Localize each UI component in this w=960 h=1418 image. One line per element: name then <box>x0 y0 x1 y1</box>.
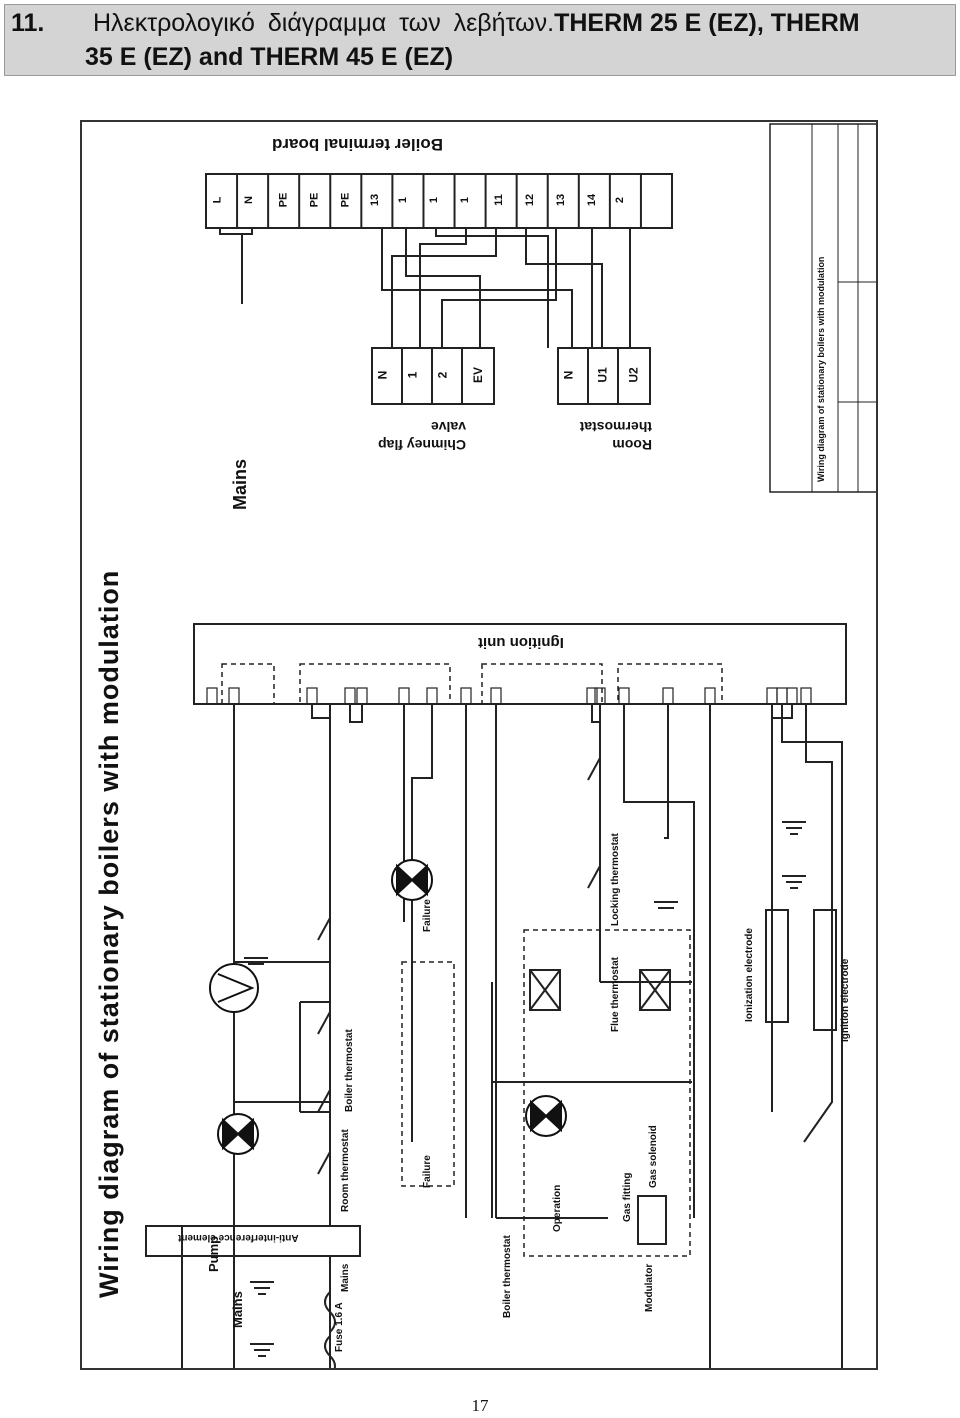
mains-lamp-label: Mains <box>230 1291 245 1328</box>
ignition-unit-pin <box>206 687 218 705</box>
boiler-thermostat-2-label: Boiler thermostat <box>502 1235 513 1318</box>
terminal-label: PE <box>277 192 289 208</box>
page-number: 17 <box>471 1396 489 1415</box>
terminal-label: 14 <box>586 193 599 207</box>
mains-switch-label: Mains <box>340 1263 351 1292</box>
terminal-label: N <box>561 370 576 380</box>
room-thermostat-ext-label: Room thermostat <box>579 419 652 453</box>
section-header: 11. Ηλεκτρολογικό διάγραμμα των λεβήτων.… <box>4 4 956 76</box>
gas-fitting-label: Gas fitting <box>622 1172 633 1222</box>
mains-supply-label: Mains <box>230 458 250 510</box>
diagram-title: Wiring diagram of stationary boilers wit… <box>94 569 124 1298</box>
terminal-label: 1 <box>459 196 472 204</box>
title-block-text: Wiring diagram of stationary boilers wit… <box>816 256 826 482</box>
section-title-line1: Ηλεκτρολογικό διάγραμμα των λεβήτων.THER… <box>93 9 860 38</box>
terminal-label: 1 <box>428 196 441 204</box>
locking-thermostat-label: Locking thermostat <box>610 833 621 926</box>
fuse-label: Fuse 1.6 A <box>334 1302 345 1352</box>
wiring-diagram: Wiring diagram of stationary boilers wit… <box>80 120 878 1370</box>
boiler-thermostat-1-label: Boiler thermostat <box>344 1029 355 1112</box>
failure-lamp-label: Failure <box>422 899 433 932</box>
terminal-label: 13 <box>555 193 568 207</box>
section-number: 11. <box>11 9 45 37</box>
terminal-label: EV <box>470 366 485 384</box>
boiler-terminal-board-label: Boiler terminal board <box>272 135 443 154</box>
failure-button-label: Failure <box>422 1155 433 1188</box>
modulator-label: Modulator <box>644 1263 655 1312</box>
terminal-label: 11 <box>492 194 505 206</box>
operation-label: Operation <box>552 1184 563 1232</box>
terminal-separators <box>236 174 642 228</box>
rotated-labels: Wiring diagram of stationary boilers wit… <box>82 122 876 1368</box>
room-thermostat-label: Room thermostat <box>340 1129 351 1212</box>
gas-solenoid-label: Gas solenoid <box>648 1125 659 1188</box>
section-title-line2: 35 E (EZ) and THERM 45 E (EZ) <box>85 43 454 71</box>
section-title-models: THERM 25 E (EZ), THERM <box>554 9 860 37</box>
terminal-label: 1 <box>396 196 409 204</box>
flue-thermostat-label: Flue thermostat <box>610 956 621 1032</box>
terminal-label: 13 <box>368 193 381 207</box>
terminal-label: U1 <box>595 367 610 383</box>
ionization-electrode-label: Ionization electrode <box>744 928 755 1022</box>
anti-interference-label: Anti-interference element <box>178 1232 299 1243</box>
terminal-label: PE <box>339 192 352 208</box>
terminal-label: N <box>242 196 255 204</box>
terminal-label: 1 <box>405 371 420 379</box>
terminal-label: U2 <box>626 367 641 383</box>
terminal-label: 2 <box>435 371 450 379</box>
terminal-label: 12 <box>524 193 537 207</box>
ignition-electrode-label: Ignition electrode <box>840 958 851 1042</box>
terminal-label: N <box>375 370 390 380</box>
ignition-unit-label: Ignition unit <box>478 634 564 651</box>
terminal-label: L <box>210 196 223 204</box>
wiring-lines <box>145 123 876 1368</box>
terminal-label: 2 <box>614 196 627 204</box>
chimney-flap-valve-label: Chimney flap valve <box>378 419 466 453</box>
section-title-greek: Ηλεκτρολογικό διάγραμμα των λεβήτων. <box>93 9 555 37</box>
terminal-label: PE <box>308 192 321 208</box>
